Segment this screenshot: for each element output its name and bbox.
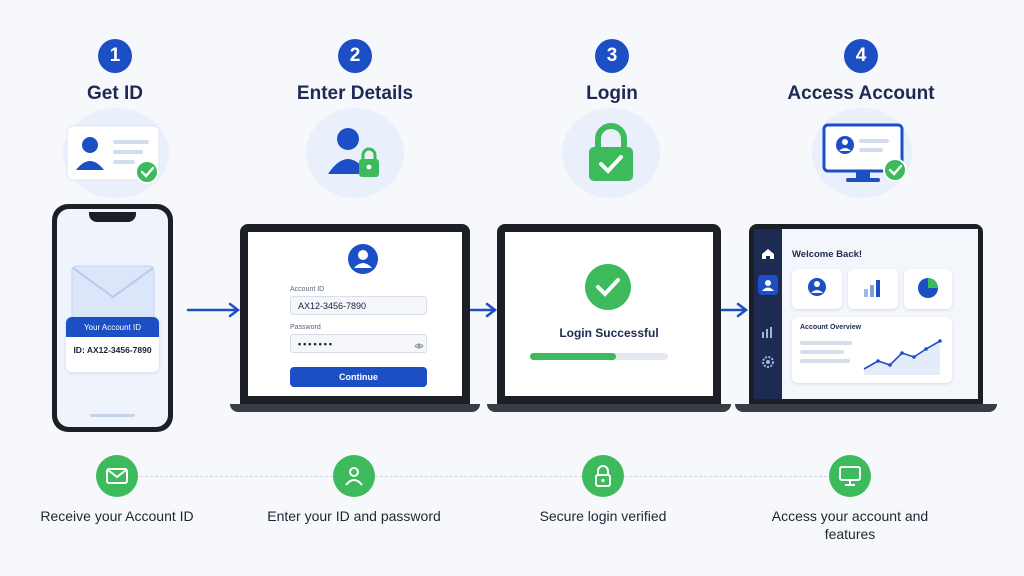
arrow-right-icon [186, 302, 241, 318]
laptop-dashboard: Welcome Back! Account Overview [735, 224, 997, 412]
bottom-lock-icon [582, 455, 624, 497]
login-progress-bar [530, 353, 668, 360]
padlock-check-icon [586, 121, 636, 190]
laptop-base [735, 404, 997, 412]
phone-device: Your Account ID ID: AX12-3456-7890 [52, 204, 173, 432]
laptop-login-form: Account ID AX12-3456-7890 Password •••••… [230, 224, 480, 412]
dashboard-welcome: Welcome Back! [792, 249, 863, 260]
success-check-icon [585, 264, 631, 315]
id-card-icon [65, 124, 165, 191]
step-4-title: Access Account [787, 83, 935, 104]
login-progress-fill [530, 353, 616, 360]
step-4-caption: Access your account and features [771, 508, 929, 542]
arrow-right-icon [720, 302, 749, 318]
account-id-card: Your Account ID ID: AX12-3456-7890 [66, 317, 159, 372]
account-overview-title: Account Overview [800, 324, 862, 331]
step-1-title: Get ID [87, 83, 143, 104]
step-3-caption: Secure login verified [539, 508, 667, 524]
dashboard-screen: Welcome Back! Account Overview [754, 229, 978, 399]
gear-icon[interactable] [761, 355, 775, 374]
login-success-message: Login Successful [559, 326, 659, 340]
pie-chart-icon [918, 278, 938, 298]
sidebar-item-profile[interactable] [758, 275, 778, 295]
account-id-input[interactable]: AX12-3456-7890 [290, 296, 427, 315]
phone-notch [89, 212, 136, 222]
laptop-base [487, 404, 731, 412]
laptop-screen: Account ID AX12-3456-7890 Password •••••… [240, 224, 470, 404]
step-2-badge: 2 [338, 39, 372, 73]
arrow-right-icon [469, 302, 498, 318]
laptop-base [230, 404, 480, 412]
step-4-badge: 4 [844, 39, 878, 73]
password-input[interactable]: ••••••• [290, 334, 427, 353]
step-3-title: Login [586, 83, 638, 104]
chart-icon[interactable] [761, 325, 775, 343]
phone-screen: Your Account ID ID: AX12-3456-7890 [57, 209, 168, 427]
envelope-icon [71, 265, 155, 326]
bar-chart-icon [864, 280, 880, 297]
trend-line-icon [863, 339, 942, 375]
dashboard-card-summary[interactable] [904, 269, 952, 309]
placeholder-line [800, 341, 852, 345]
account-id-text: ID: AX12-3456-7890 [73, 345, 152, 355]
step-2-icon-bubble [306, 108, 404, 198]
step-1-badge: 1 [98, 39, 132, 73]
account-id-label: Account ID [290, 286, 325, 293]
step-2-title: Enter Details [296, 83, 414, 104]
laptop-screen: Login Successful [497, 224, 721, 404]
laptop-login-success: Login Successful [487, 224, 731, 412]
user-circle-icon [808, 278, 826, 296]
dashboard-card-profile[interactable] [792, 269, 842, 309]
bottom-monitor-icon [829, 455, 871, 497]
monitor-check-icon [821, 122, 911, 191]
timeline-connector [140, 476, 852, 477]
user-icon [762, 280, 774, 291]
login-success-screen: Login Successful [505, 232, 713, 396]
dashboard-card-stats[interactable] [848, 269, 898, 309]
bottom-envelope-icon [96, 455, 138, 497]
account-id-banner: Your Account ID [66, 317, 159, 337]
step-3-badge: 3 [595, 39, 629, 73]
login-form-screen: Account ID AX12-3456-7890 Password •••••… [248, 232, 462, 396]
step-1-caption: Receive your Account ID [40, 508, 194, 524]
dashboard-sidebar [754, 229, 782, 399]
user-lock-icon [320, 122, 390, 189]
laptop-screen: Welcome Back! Account Overview [749, 224, 983, 404]
continue-button[interactable]: Continue [290, 367, 427, 387]
account-overview-card: Account Overview [792, 317, 952, 383]
eye-icon[interactable] [414, 338, 424, 356]
user-avatar-icon [348, 244, 378, 279]
step-2-caption: Enter your ID and password [267, 508, 441, 524]
password-label: Password [290, 324, 321, 331]
placeholder-line [800, 359, 850, 363]
phone-home-bar [90, 414, 135, 417]
bottom-user-icon [333, 455, 375, 497]
home-icon[interactable] [761, 247, 775, 265]
placeholder-line [800, 350, 844, 354]
